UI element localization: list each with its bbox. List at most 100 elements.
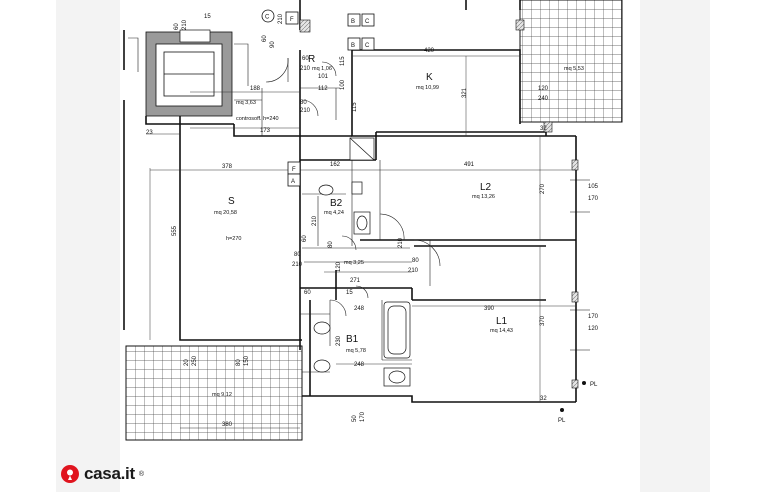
marker-c-1 (361, 13, 375, 27)
dim-60d: 60 (304, 290, 311, 296)
dim-20: 20 (184, 359, 190, 366)
dim-60c: 60 (302, 235, 308, 242)
dim-170b: 170 (588, 314, 599, 320)
marker-pl-1: PL (590, 382, 598, 388)
column-3 (543, 121, 553, 133)
dim-120b: 120 (588, 326, 599, 332)
dim-50: 50 (352, 415, 358, 422)
marker-c-2-label: C (365, 43, 370, 49)
door-swings (265, 57, 441, 317)
marker-b-1 (347, 13, 361, 27)
room-height-s: h=270 (226, 236, 241, 242)
dim-230: 230 (336, 335, 342, 346)
dim-162: 162 (330, 162, 341, 168)
room-label-l1: L1 (496, 316, 508, 327)
room-area-r: mq 1,06 (312, 66, 332, 72)
dim-32b: 32 (540, 396, 547, 402)
room-label-s: S (228, 196, 235, 207)
dim-170a: 170 (588, 196, 599, 202)
terrace-right-tiles (519, 0, 623, 123)
room-area-b1: mq 5,78 (346, 348, 366, 354)
dim-491: 491 (464, 162, 475, 168)
casa-pin-icon (61, 465, 79, 483)
bidet-b2 (351, 181, 363, 195)
toilet-b2 (318, 184, 334, 196)
brand-name: casa.it (84, 464, 135, 483)
dim-555: 555 (172, 225, 178, 236)
dim-248a: 248 (354, 306, 365, 312)
dim-15: 15 (204, 14, 211, 20)
marker-f-left-label: F (292, 167, 296, 173)
stair-top-notch (179, 29, 211, 43)
dim-210f: 210 (398, 237, 404, 248)
column-1 (299, 19, 311, 33)
marker-c-2 (361, 37, 375, 51)
fixtures (313, 137, 411, 387)
dim-60a: 60 (174, 23, 180, 30)
marker-b-1-label: B (351, 19, 355, 25)
marker-f-top (285, 11, 299, 25)
marker-a-left (287, 173, 301, 187)
dim-15b: 15 (346, 290, 353, 296)
marker-pl-2: PL (558, 418, 566, 424)
dim-210r: 210 (300, 66, 311, 72)
marker-pl-1-dot (582, 381, 586, 385)
area-hall: mq 3,25 (344, 260, 364, 266)
dim-115b: 115 (352, 102, 358, 112)
dim-210c: 210 (300, 108, 311, 114)
area-stair: mq 3,63 (236, 100, 256, 106)
dim-270a: 270 (540, 183, 546, 194)
toilet-b1 (313, 321, 331, 335)
dim-210g: 210 (408, 268, 419, 274)
dim-271: 271 (350, 278, 361, 284)
area-terrace-bottom: mq 9,12 (212, 392, 232, 398)
terrace-bottom-tiles (125, 345, 303, 441)
dim-105: 105 (588, 184, 599, 190)
dim-120a: 120 (336, 261, 342, 272)
room-area-l1: mq 14,43 (490, 328, 513, 334)
dim-90: 90 (270, 41, 276, 48)
brand-logo: casa.it ® (60, 462, 144, 486)
room-label-b2: B2 (330, 198, 343, 209)
dim-173: 173 (260, 128, 271, 134)
dim-210d: 210 (292, 262, 303, 268)
room-label-b1: B1 (346, 334, 359, 345)
marker-pl-2-dot (560, 408, 564, 412)
dim-150: 150 (244, 355, 250, 366)
dim-380: 380 (222, 422, 233, 428)
dim-210e: 210 (312, 215, 318, 226)
room-area-s: mq 20,58 (214, 210, 237, 216)
dim-80e: 80 (236, 359, 242, 366)
dim-188: 188 (250, 86, 261, 92)
dim-170c: 170 (360, 411, 366, 422)
dim-210a: 210 (182, 19, 188, 30)
marker-b-2-label: B (351, 43, 355, 49)
dim-60b: 60 (262, 35, 268, 42)
room-label-r: R (308, 54, 315, 65)
bidet-b1 (313, 359, 331, 373)
dimension-lines (146, 55, 576, 429)
dim-390: 390 (484, 306, 495, 312)
dim-250: 250 (192, 355, 198, 366)
dim-60r: 60 (302, 56, 309, 62)
area-terrace-right: mq 5,53 (564, 66, 584, 72)
dim-321: 321 (462, 87, 468, 98)
room-label-l2: L2 (480, 182, 492, 193)
column-5 (571, 291, 579, 303)
dim-120k: 120 (538, 86, 549, 92)
column-4 (571, 159, 579, 171)
dim-101: 101 (318, 74, 329, 80)
dim-378: 378 (222, 164, 233, 170)
dim-115a: 115 (340, 56, 346, 66)
dim-112: 112 (318, 86, 328, 92)
marker-f-top-label: F (290, 17, 294, 23)
dim-100: 100 (340, 79, 346, 90)
room-label-k: K (426, 72, 433, 83)
window-markers (299, 179, 590, 351)
marker-c-1-label: C (365, 19, 370, 25)
dim-32: 32 (540, 126, 547, 132)
area-false-ceiling: controsoff. h=240 (236, 116, 279, 122)
dim-240k: 240 (538, 96, 549, 102)
marker-a-left-label: A (291, 179, 295, 185)
